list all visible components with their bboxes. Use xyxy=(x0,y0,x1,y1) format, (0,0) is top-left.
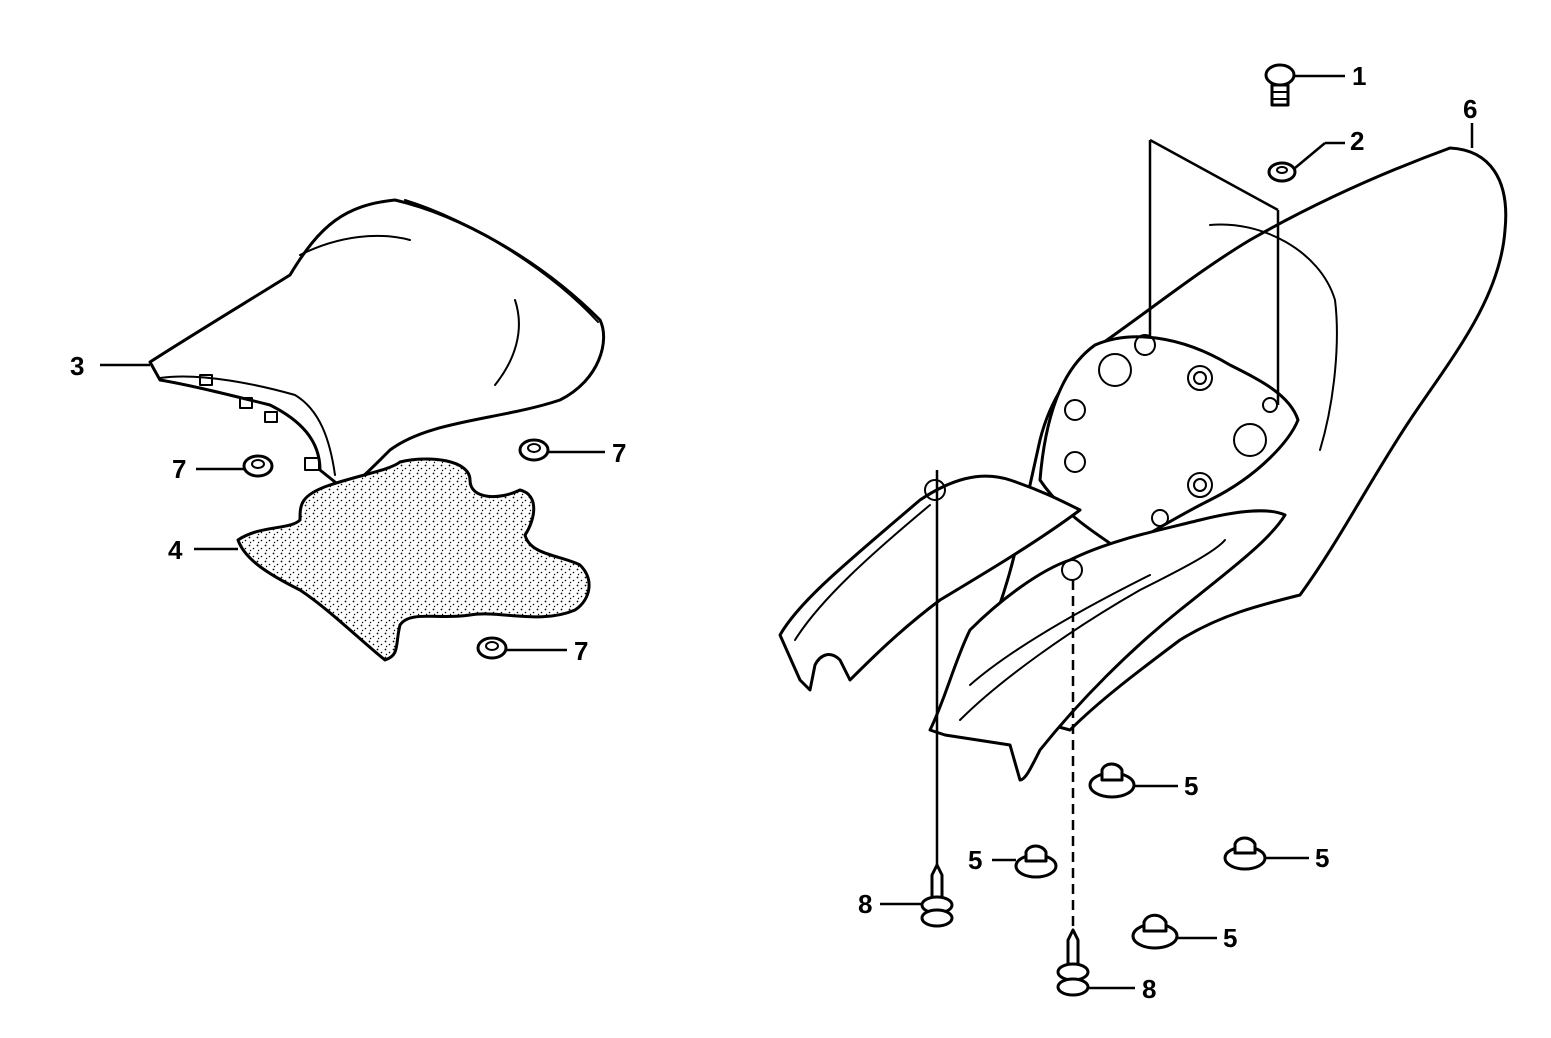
nut-7-right xyxy=(518,438,550,462)
callout-5-b: 5 xyxy=(968,845,982,875)
assembly-lines xyxy=(935,138,1280,930)
cushion-5-c xyxy=(1223,836,1267,871)
callout-7-left: 7 xyxy=(172,454,186,484)
leader-lines xyxy=(100,74,1474,990)
callout-7-bottom: 7 xyxy=(574,636,588,666)
passenger-seat xyxy=(148,198,606,492)
callout-8-left: 8 xyxy=(858,889,872,919)
callout-1: 1 xyxy=(1352,61,1366,91)
cushion-5-b xyxy=(1014,844,1058,879)
callout-7-right: 7 xyxy=(612,438,626,468)
bolt-8-right xyxy=(1056,928,1090,997)
callout-5-a: 5 xyxy=(1184,771,1198,801)
callout-2: 2 xyxy=(1350,126,1364,156)
callout-4: 4 xyxy=(168,535,183,565)
screw-1 xyxy=(1264,63,1296,107)
nut-7-left xyxy=(242,454,274,478)
bolt-8-left xyxy=(920,863,954,928)
rider-seat xyxy=(778,146,1508,782)
seat-foam-pad xyxy=(236,457,591,662)
cushion-5-a xyxy=(1088,762,1136,799)
callout-3: 3 xyxy=(70,351,84,381)
callout-8-right: 8 xyxy=(1142,974,1156,1004)
nut-7-bottom xyxy=(476,636,508,660)
washer-2 xyxy=(1267,161,1297,183)
callout-6: 6 xyxy=(1463,94,1477,124)
callout-5-d: 5 xyxy=(1223,923,1237,953)
cushion-5-d xyxy=(1131,913,1179,950)
callout-5-c: 5 xyxy=(1315,843,1329,873)
